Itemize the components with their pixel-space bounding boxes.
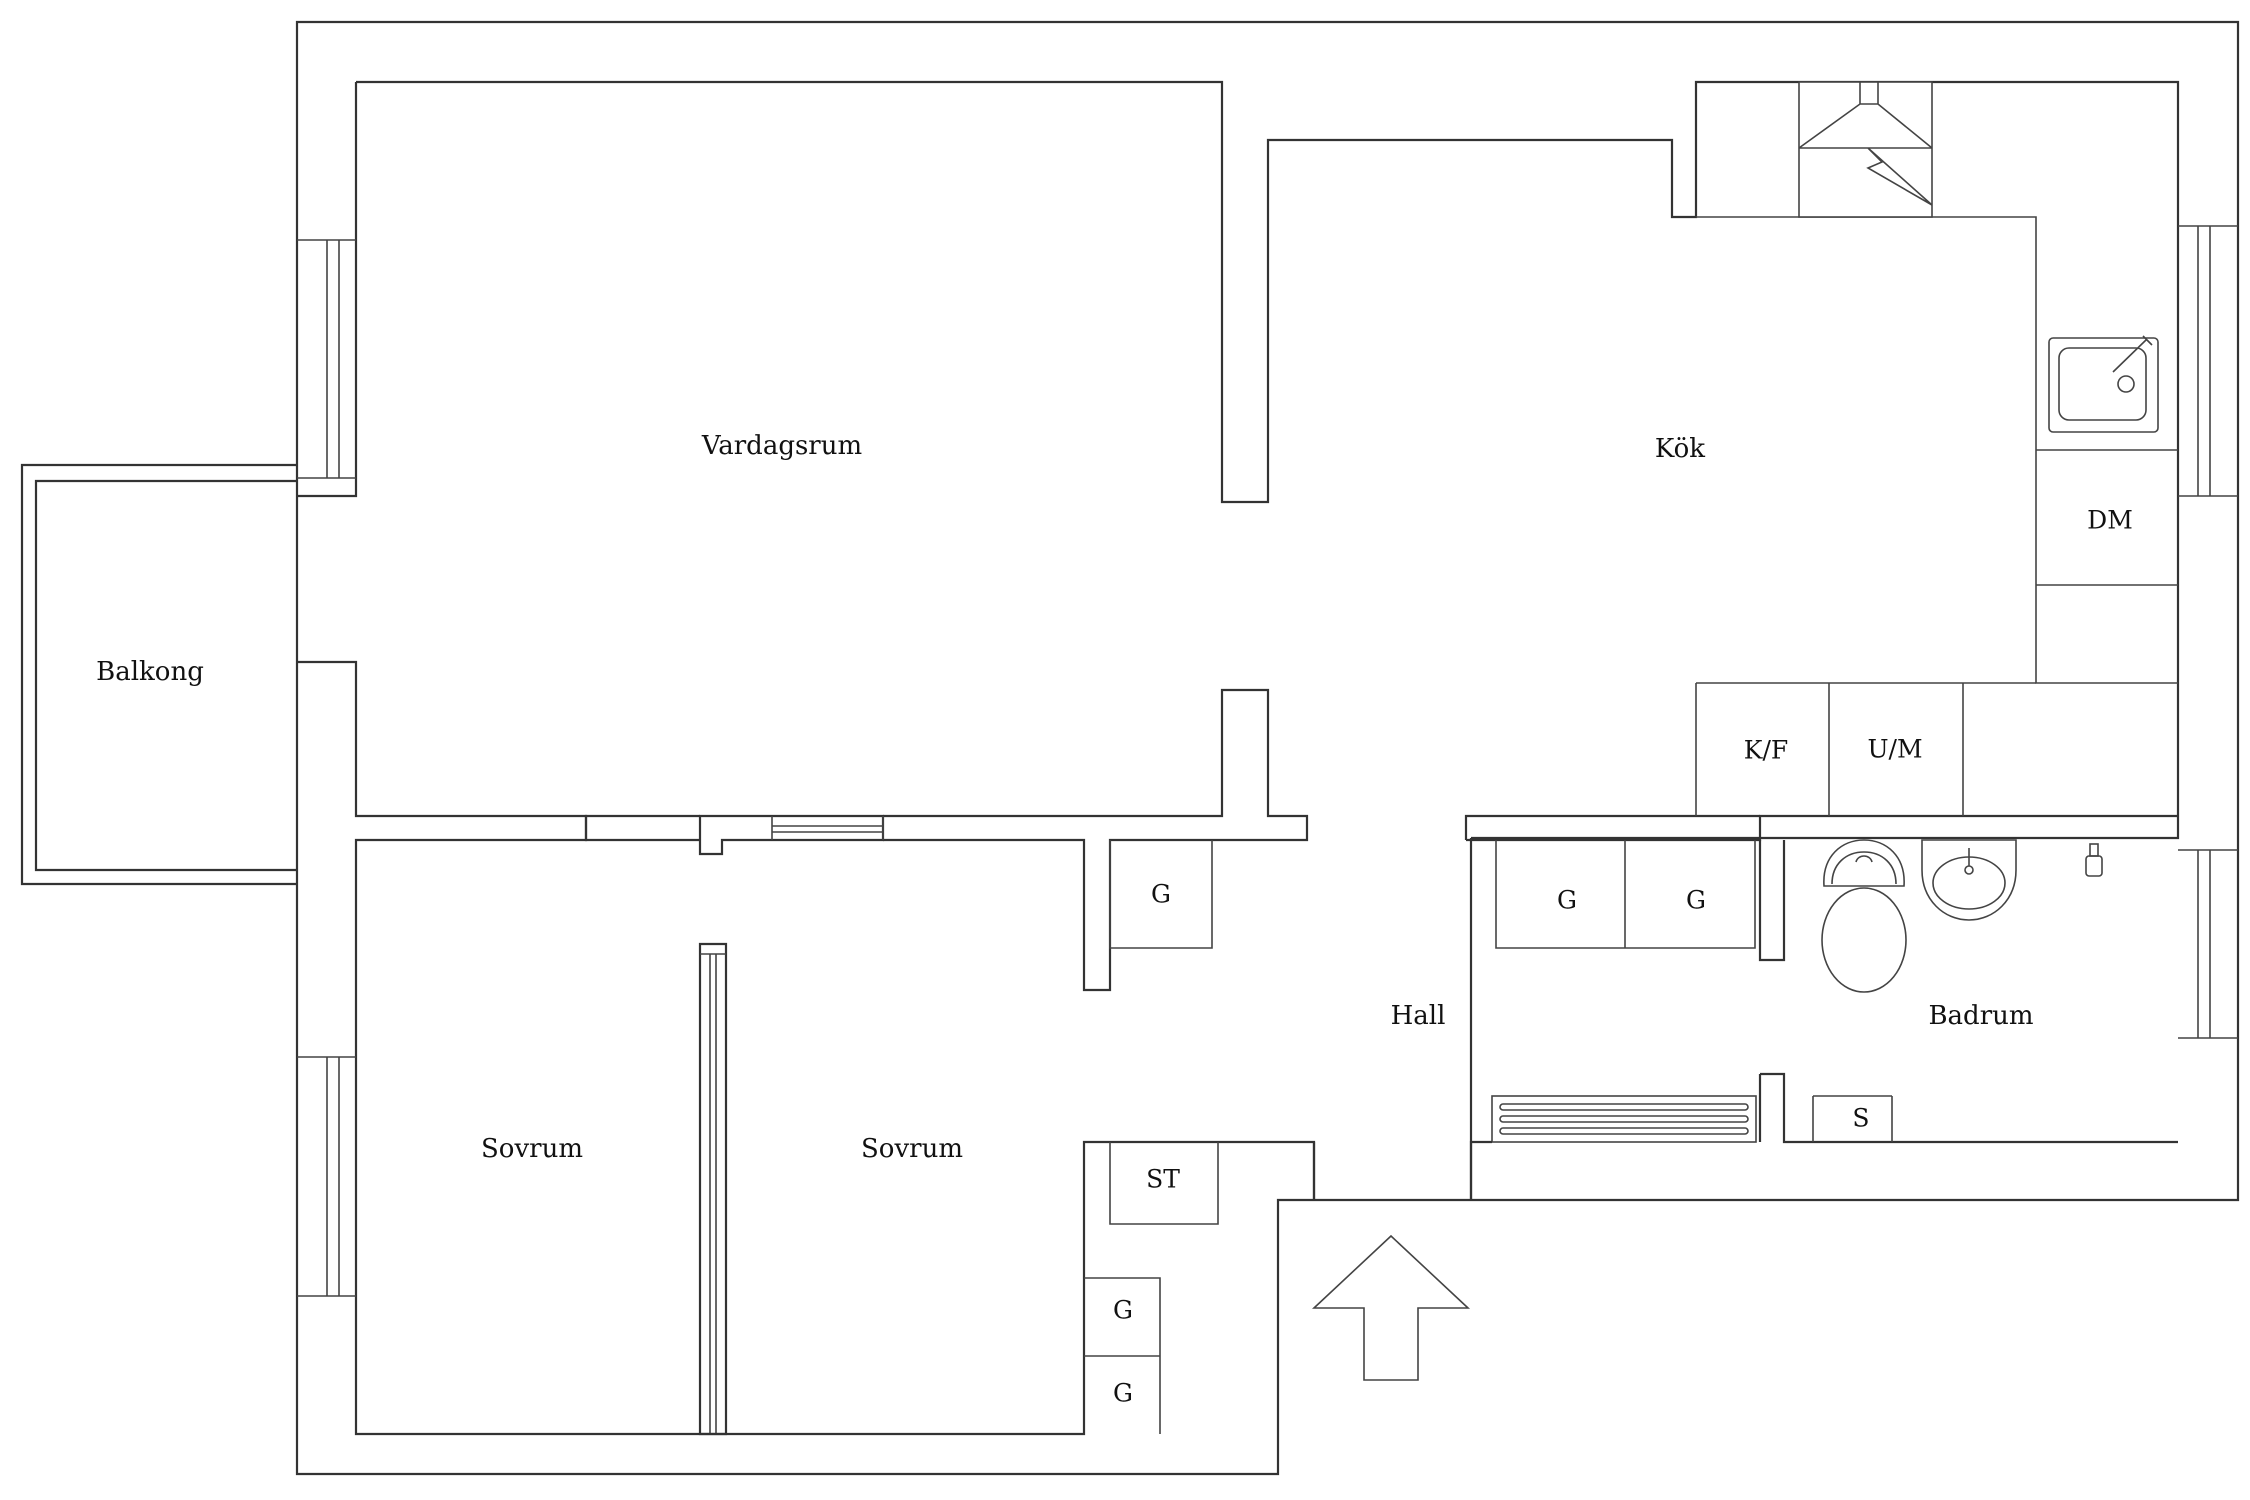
kitchen-fixtures (1695, 81, 2178, 816)
entrance-arrow-icon (1311, 1234, 1471, 1381)
fixture-label-st: ST (1146, 1165, 1180, 1194)
toilet-icon (1821, 839, 1907, 993)
fixture-label-um: U/M (1867, 735, 1922, 764)
fixture-label-s: S (1852, 1104, 1869, 1133)
stove-hood-icon (1798, 81, 1933, 218)
fixture-label-dm: DM (2087, 506, 2133, 535)
fixture-labels: DM K/F U/M G G G ST G G S (1113, 506, 2133, 1408)
room-label-hall: Hall (1391, 1001, 1446, 1031)
room-label-sovrum-2: Sovrum (861, 1134, 963, 1164)
tap-icon (2085, 843, 2103, 877)
room-label-vardagsrum: Vardagsrum (701, 431, 862, 461)
hall-fixtures (1084, 840, 1757, 1434)
kitchen-sink-icon (2048, 335, 2159, 433)
interior-walls (584, 688, 2178, 1436)
bathroom-fixtures (1812, 839, 2103, 1142)
washbasin-icon (1921, 839, 2017, 921)
fixture-label-g-hall-2: G (1686, 886, 1706, 915)
fixture-label-g-bedroom-2: G (1113, 1379, 1133, 1408)
fixture-label-g-bedroom-1: G (1113, 1296, 1133, 1325)
room-label-balkong: Balkong (96, 657, 204, 687)
balcony (20, 463, 297, 886)
room-label-sovrum-1: Sovrum (481, 1134, 583, 1164)
room-label-kok: Kök (1655, 434, 1705, 464)
room-labels: Balkong Vardagsrum Kök Hall Badrum Sovru… (96, 431, 2033, 1164)
fixture-label-g-hall-1: G (1557, 886, 1577, 915)
fixture-label-kf: K/F (1744, 736, 1788, 765)
fixture-label-g-hall-top: G (1151, 880, 1171, 909)
room-label-badrum: Badrum (1928, 1001, 2033, 1031)
outer-walls (295, 20, 2240, 1476)
windows (297, 225, 2238, 1297)
radiator-icon (1491, 1095, 1757, 1143)
